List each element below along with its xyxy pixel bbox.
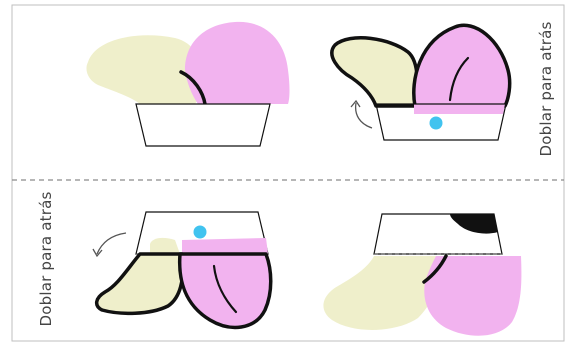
marker-dot [430, 117, 443, 130]
yellow-ear [97, 254, 183, 313]
fold-back-label: Doblar para atrás [37, 189, 55, 329]
step-1-panel [86, 22, 289, 146]
marker-dot [194, 226, 207, 239]
pink-ear [180, 254, 271, 327]
step-4-panel [323, 214, 521, 336]
base-trapezoid [136, 104, 270, 146]
step-3-panel [93, 212, 271, 327]
pink-fold-overlay [414, 104, 505, 114]
yellow-ear [323, 256, 440, 330]
yellow-ear [332, 38, 417, 106]
fold-back-label: Doblar para atrás [537, 19, 555, 159]
fold-arrow-icon [356, 103, 372, 128]
pink-tab [182, 238, 268, 254]
step-2-panel [332, 25, 510, 140]
